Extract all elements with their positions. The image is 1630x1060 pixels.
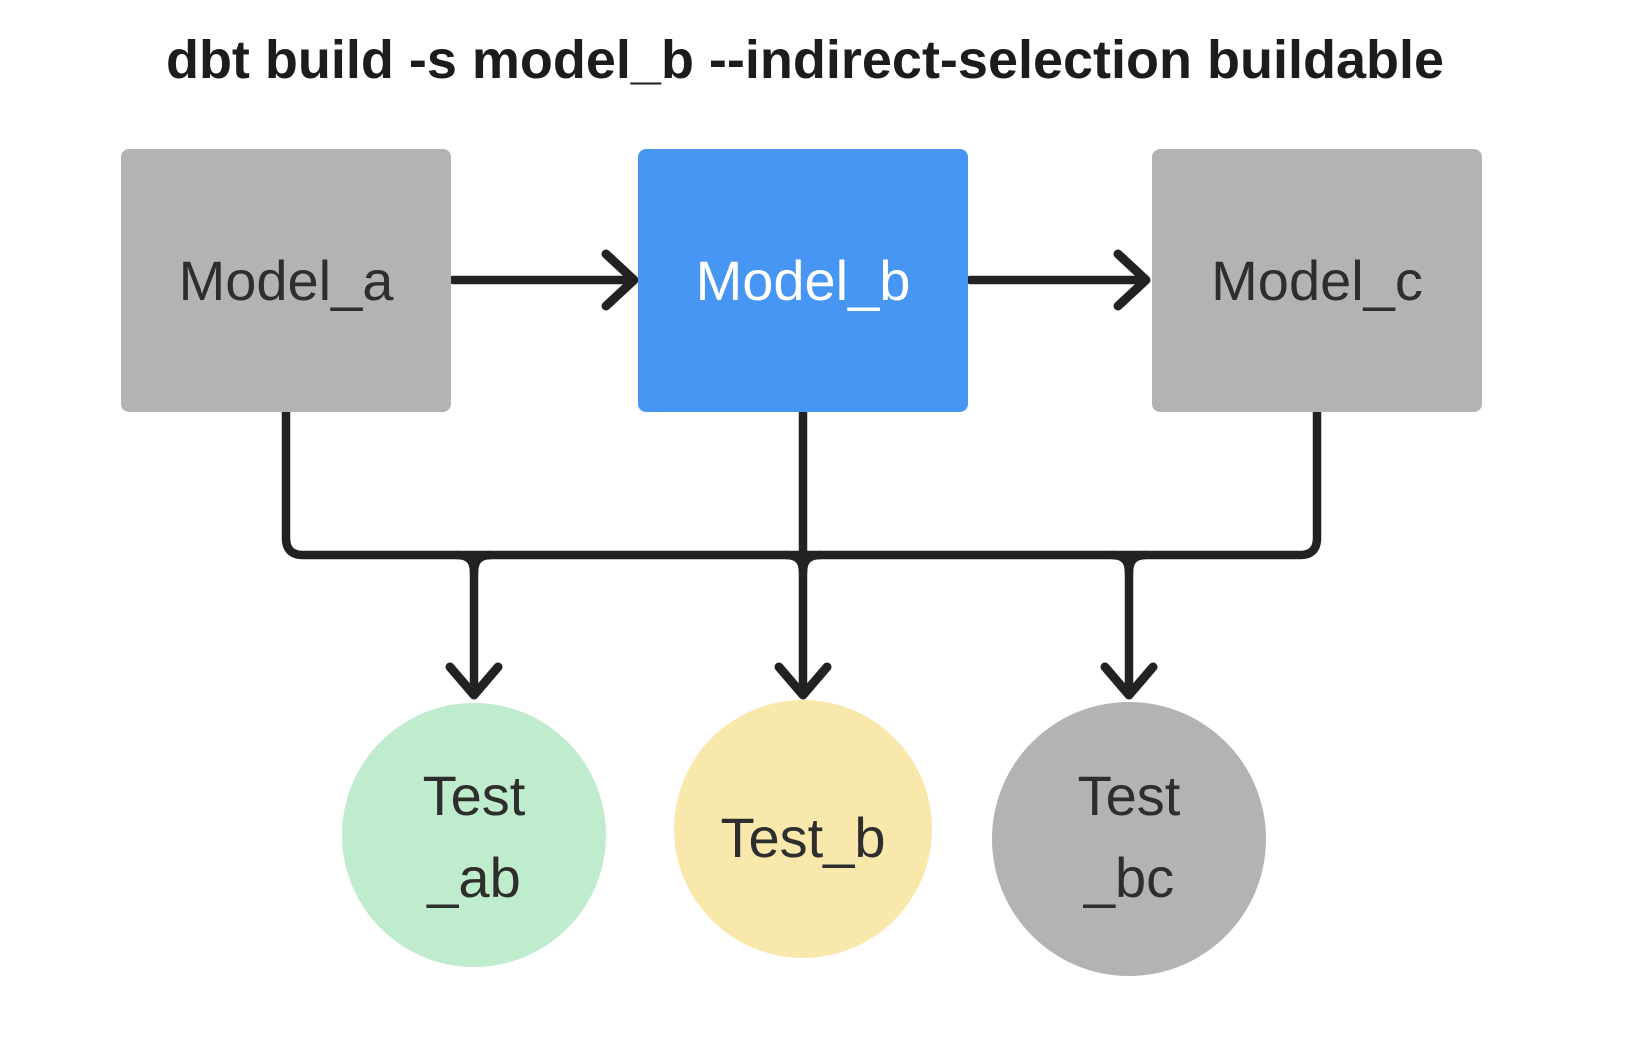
node-model_c-label: Model_c xyxy=(1211,249,1423,312)
node-model_b-selected xyxy=(638,149,968,412)
node-test_b-label: Test_b xyxy=(721,806,886,869)
node-model_c xyxy=(1152,149,1482,412)
node-test_bc-label-line2: _bc xyxy=(1083,846,1174,909)
node-test_ab-label-line1: Test xyxy=(423,764,526,827)
junction-fillet-left-b xyxy=(469,550,496,577)
test-node-layer: Test _ab Test_b Test _bc xyxy=(342,700,1266,976)
arrowhead-test_bc xyxy=(1100,662,1158,700)
diagram-title: dbt build -s model_b --indirect-selectio… xyxy=(166,30,1444,90)
edge-model_c-to-bus xyxy=(798,407,1322,560)
node-test_bc xyxy=(992,702,1266,976)
edge-layer xyxy=(281,249,1322,700)
junction-fillet-right-b xyxy=(1124,550,1151,577)
model-node-layer: Model_a Model_b Model_c xyxy=(121,149,1482,412)
node-test_bc-label-line1: Test xyxy=(1078,764,1181,827)
node-model_a xyxy=(121,149,451,412)
node-test_ab xyxy=(342,703,606,967)
arrowhead-test_b xyxy=(774,662,832,700)
node-test_ab-label-line2: _ab xyxy=(426,846,520,909)
junction-fillet-center-right xyxy=(798,550,825,577)
node-model_b-label: Model_b xyxy=(696,249,911,312)
arrowhead-model_c xyxy=(1113,249,1151,311)
edge-model_a-to-bus xyxy=(281,407,808,560)
arrowhead-test_ab xyxy=(445,662,503,700)
node-test_b xyxy=(674,700,932,958)
arrowhead-model_b xyxy=(601,249,639,311)
node-model_a-label: Model_a xyxy=(179,249,395,312)
